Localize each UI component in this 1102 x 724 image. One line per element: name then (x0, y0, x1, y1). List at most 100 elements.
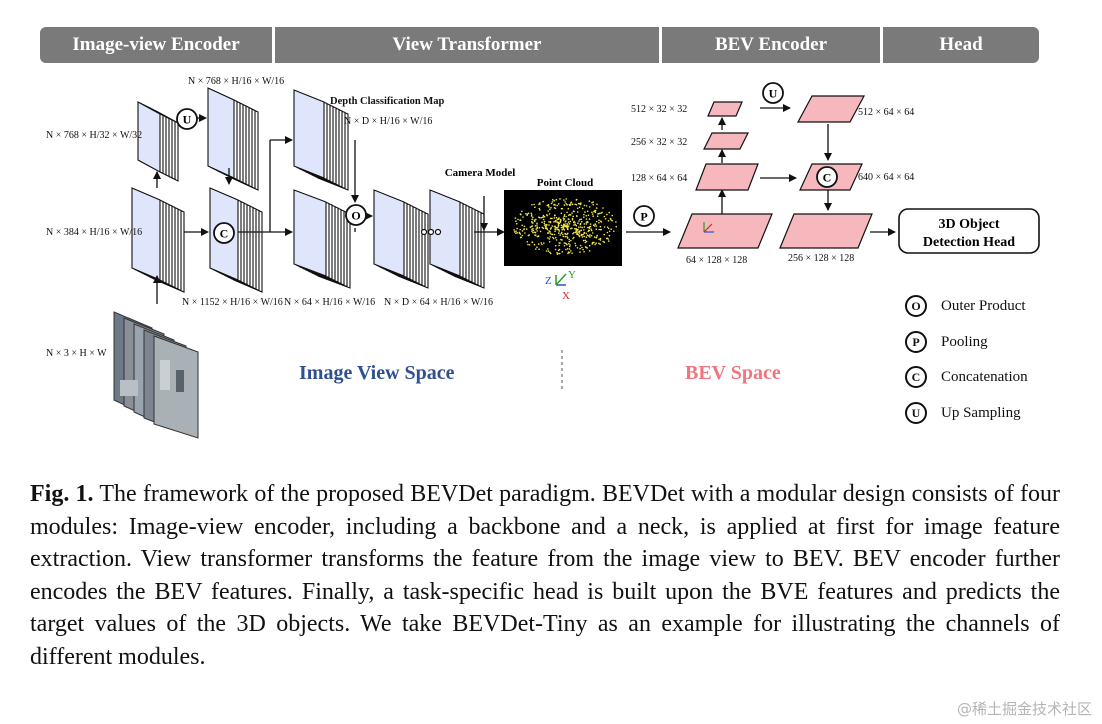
point-cloud-dot (566, 233, 568, 236)
op-upsample-bev: U (762, 82, 784, 104)
point-cloud-dot (539, 202, 541, 204)
point-cloud-dot (577, 222, 579, 224)
point-cloud-dot (574, 244, 577, 247)
point-cloud-dot (579, 218, 581, 221)
bev-feature-512-32 (707, 101, 743, 117)
point-cloud-dot (558, 217, 560, 219)
point-cloud-dot (548, 241, 551, 243)
point-cloud-dot (585, 232, 587, 235)
point-cloud-dot (572, 232, 574, 235)
point-cloud-dot (585, 215, 587, 217)
point-cloud-dot (596, 236, 598, 238)
arrows (153, 104, 896, 304)
point-cloud-dot (557, 203, 560, 205)
point-cloud-dot (581, 236, 584, 238)
point-cloud-dot (598, 238, 600, 241)
point-cloud-dot (573, 220, 575, 223)
point-cloud-dot (551, 225, 554, 227)
point-cloud-dot (588, 229, 590, 232)
point-cloud-dot (533, 219, 535, 221)
point-cloud-dot (536, 246, 538, 248)
point-cloud-dot (525, 212, 527, 215)
point-cloud-dot (560, 232, 563, 235)
point-cloud-dot (547, 210, 549, 212)
point-cloud-dot (521, 230, 524, 232)
point-cloud-dot (594, 223, 597, 226)
point-cloud-dot (574, 203, 576, 206)
point-cloud-title: Point Cloud (537, 177, 594, 189)
point-cloud-dot (606, 213, 608, 216)
point-cloud-dot (524, 232, 526, 234)
point-cloud-dot (519, 228, 521, 231)
point-cloud-dot (552, 198, 554, 201)
point-cloud-dot (550, 202, 553, 205)
point-cloud-dot (576, 231, 578, 233)
point-cloud-dot (532, 222, 534, 224)
point-cloud-dot (550, 206, 552, 209)
point-cloud-dot (564, 232, 566, 235)
point-cloud-dot (590, 228, 592, 230)
point-cloud-dot (575, 230, 577, 232)
point-cloud-dot (547, 248, 549, 250)
point-cloud-dot (549, 217, 552, 220)
point-cloud-dot (613, 230, 615, 232)
point-cloud-dot (603, 241, 606, 243)
point-cloud-dot (608, 211, 610, 214)
point-cloud-dot (593, 236, 596, 238)
point-cloud-dot (565, 215, 567, 218)
point-cloud-dot (525, 228, 528, 230)
point-cloud-dot (606, 226, 609, 228)
point-cloud-dot (519, 213, 522, 215)
axes-icon: Z Y X (545, 269, 576, 302)
point-cloud-dot (538, 203, 540, 205)
point-cloud-dot (573, 231, 575, 234)
point-cloud-dot (569, 214, 572, 216)
point-cloud-dot (562, 233, 564, 236)
point-cloud-dot (569, 220, 572, 223)
point-cloud-dot (599, 239, 602, 241)
feature-stack-64-16 (293, 189, 351, 289)
point-cloud-dot (547, 237, 549, 239)
point-cloud-dot (566, 228, 569, 231)
point-cloud-dot (515, 220, 517, 222)
op-outer-product: O (345, 204, 367, 226)
point-cloud-dot (603, 233, 605, 236)
point-cloud-dot (534, 234, 537, 237)
point-cloud-dot (566, 247, 569, 250)
point-cloud-dot (566, 237, 569, 239)
point-cloud-dot (558, 229, 560, 231)
point-cloud-dot (577, 231, 580, 233)
point-cloud-dot (548, 213, 551, 215)
label-bev-512-32: 512 × 32 × 32 (631, 104, 687, 115)
point-cloud-dot (583, 223, 586, 225)
point-cloud-dot (555, 239, 558, 241)
point-cloud-dot (553, 203, 555, 206)
point-cloud-dot (553, 207, 556, 209)
point-cloud-dot (571, 219, 574, 221)
point-cloud-dot (583, 251, 585, 253)
point-cloud-dot (579, 226, 582, 228)
point-cloud-dot (550, 233, 552, 235)
point-cloud-dot (568, 218, 570, 221)
point-cloud-dot (585, 218, 588, 220)
point-cloud-dot (523, 225, 526, 228)
legend-up-sampling: U Up Sampling (905, 402, 1021, 424)
framework-diagram: U C O P U Point Cloud Camera Model Z Y X (46, 76, 1040, 439)
point-cloud-dot (582, 248, 584, 251)
point-cloud-dot (513, 229, 515, 231)
point-cloud-dot (576, 207, 579, 210)
point-cloud-dot (558, 232, 560, 234)
point-cloud-dot (554, 214, 556, 216)
point-cloud-dot (531, 225, 534, 227)
point-cloud-dot (558, 252, 561, 255)
point-cloud-dot (583, 235, 585, 238)
watermark: @稀土掘金技术社区 (956, 700, 1092, 718)
label-bev-640-64: 640 × 64 × 64 (858, 172, 914, 183)
point-cloud-dot (598, 228, 600, 231)
point-cloud-dot (570, 227, 572, 230)
point-cloud-dot (554, 204, 557, 206)
point-cloud-dot (582, 233, 584, 236)
point-cloud-dot (538, 227, 541, 229)
label-n768-32: N × 768 × H/32 × W/32 (46, 130, 142, 141)
point-cloud-dot (549, 208, 551, 211)
